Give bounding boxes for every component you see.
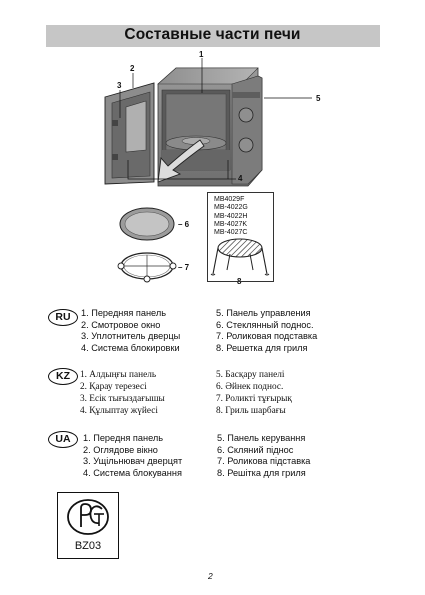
lang-badge-ru: RU [48,309,78,326]
insert-arrow-icon [157,139,205,183]
callout-6: – 6 [178,220,190,229]
list-item: 4. Система блокування [83,468,182,479]
model-item: MB4029F [214,196,245,203]
model-list-box: MB4029F MB-4022G MB-4022H MB-4027K MB-40… [207,192,274,282]
list-item: 5. Басқару панелі [216,370,285,380]
page-number: 2 [208,571,213,581]
list-item: 8. Решітка для гриля [217,468,306,479]
parts-list-ua-left: 1. Передня панель 2. Оглядове вікно 3. У… [83,433,182,480]
parts-list-kz-left: 1. Алдыңғы панель 2. Қарау терезесі 3. Е… [80,370,165,418]
page-title: Составные части печи [124,26,301,43]
parts-list-kz-right: 5. Басқару панелі 6. Әйнек поднос. 7. Ро… [216,370,292,418]
callout-3: 3 [117,81,122,90]
list-item: 7. Роликовая подставка [216,331,318,342]
list-item: 1. Передня панель [83,433,164,443]
list-item: 4. Система блокировки [81,343,180,354]
list-item: 1. Передняя панель [81,308,166,318]
model-item: MB-4022H [214,212,248,220]
gost-r-mark-icon [67,499,109,535]
title-bar [46,25,380,47]
callout-1: 1 [199,50,204,59]
model-item: MB-4027C [214,229,248,237]
list-item: 6. Әйнек поднос. [216,381,284,392]
roller-ring-illustration [117,252,177,283]
glass-tray-illustration [119,207,175,241]
list-item: 3. Уплотнитель дверцы [81,331,181,342]
callout-5: 5 [316,94,321,103]
list-item: 7. Роликті тұғырық [216,393,292,404]
list-item: 1. Алдыңғы панель [80,370,157,380]
list-item: 2. Оглядове вікно [83,444,158,455]
list-item: 3. Ущільнювач дверцят [83,456,183,467]
list-item: 6. Стеклянный поднос. [216,319,314,330]
list-item: 7. Роликова підставка [217,456,311,467]
list-item: 8. Решетка для гриля [216,343,308,354]
list-item: 2. Қарау терезесі [80,381,147,392]
list-item: 6. Скляний піднос [217,444,294,455]
list-item: 4. Құлыптау жүйесі [80,405,158,416]
parts-list-ru-left: 1. Передняя панель 2. Смотровое окно 3. … [81,308,180,355]
list-item: 5. Панель керування [217,433,306,443]
list-item: 3. Есік тығыздағышы [80,393,165,404]
parts-list-ua-right: 5. Панель керування 6. Скляний піднос 7.… [217,433,310,480]
grill-rack-illustration [210,238,270,276]
lang-badge-ua: UA [48,431,78,448]
list-item: 8. Гриль шарбағы [216,405,286,416]
microwave-diagram: 1 2 3 4 5 – 6 – 7 8 [104,50,321,286]
callout-4: 4 [238,174,243,183]
model-item: MB-4022G [214,204,248,212]
microwave-door [104,82,155,185]
callout-7: – 7 [178,263,190,272]
lang-badge-kz: KZ [48,368,78,385]
certification-code: BZ03 [74,540,102,552]
list-item: 5. Панель управления [216,308,311,318]
callout-2: 2 [130,64,135,73]
callout-lines [119,58,312,180]
parts-list-ru-right: 5. Панель управления 6. Стеклянный подно… [216,308,317,355]
list-item: 2. Смотровое окно [81,319,161,330]
model-item: MB-4027K [214,220,248,228]
certification-mark: BZ03 [57,492,119,559]
